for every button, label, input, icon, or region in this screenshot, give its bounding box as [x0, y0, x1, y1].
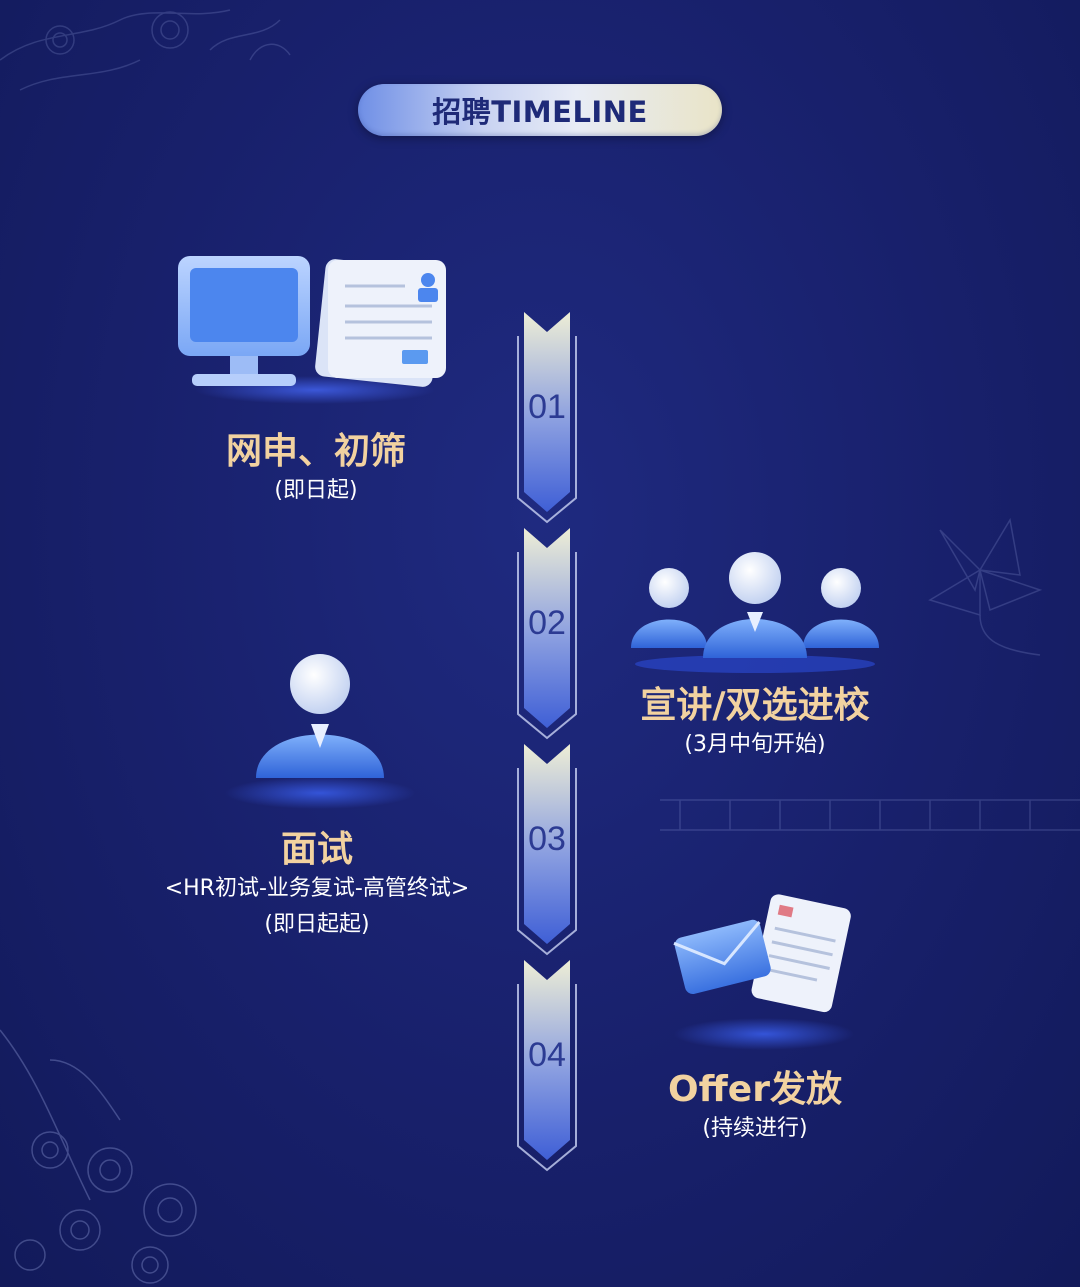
stage-number-04: 04 — [528, 1036, 566, 1074]
floral-decoration-bottom-left — [0, 1029, 197, 1284]
group-icon — [631, 552, 879, 673]
timeline-title-pill: 招聘TIMELINE — [358, 84, 722, 136]
chevron-03 — [517, 744, 577, 956]
stage-title-01: 网申、初筛 — [225, 431, 406, 472]
timeline-arrow-column — [517, 312, 577, 1172]
timeline-title: 招聘TIMELINE — [432, 95, 648, 129]
stage-subtitle-03-date: (即日起起) — [264, 912, 370, 937]
chevron-04 — [517, 960, 577, 1172]
stage-subtitle-01: (即日起) — [274, 478, 358, 503]
stage-title-03: 面试 — [280, 829, 353, 870]
stage-title-02: 宣讲/双选进校 — [640, 685, 870, 726]
stage-subtitle-02: (3月中旬开始) — [684, 732, 826, 757]
stage-title-04: Offer发放 — [668, 1069, 842, 1110]
floral-decoration-right — [928, 517, 1043, 656]
floral-decoration-top-left — [0, 9, 291, 91]
stage-subtitle-03: <HR初试-业务复试-高管终试> — [164, 876, 470, 901]
stage-number-02: 02 — [528, 604, 566, 642]
pavilion-decoration-right — [660, 799, 1080, 831]
computer-resume-icon — [178, 256, 446, 404]
envelope-document-icon — [673, 894, 854, 1050]
stage-subtitle-04: (持续进行) — [702, 1116, 808, 1141]
chevron-01 — [517, 312, 577, 524]
stage-number-03: 03 — [528, 820, 566, 858]
stage-number-01: 01 — [528, 388, 566, 426]
person-icon — [225, 654, 415, 809]
chevron-02 — [517, 528, 577, 740]
